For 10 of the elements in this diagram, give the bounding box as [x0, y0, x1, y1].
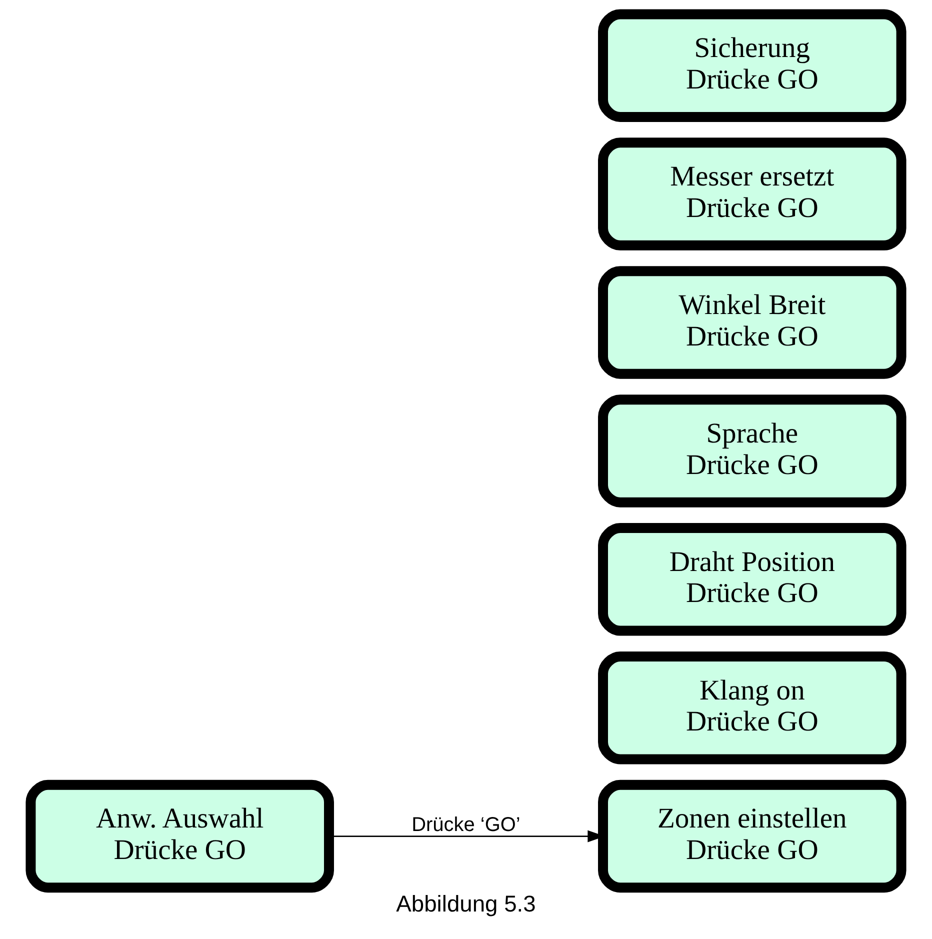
node-box: Sicherung Drücke GO: [598, 9, 906, 122]
node-box: Draht Position Drücke GO: [598, 523, 906, 636]
node-box: Messer ersetzt Drücke GO: [598, 138, 906, 250]
node-box: Zonen einstellen Drücke GO: [598, 780, 906, 893]
node-box: Winkel Breit Drücke GO: [598, 266, 906, 379]
node-box: Klang on Drücke GO: [598, 651, 906, 764]
node-box: Anw. Auswahl Drücke GO: [26, 780, 334, 893]
edge-label: Drücke ‘GO’: [412, 814, 520, 836]
caption: Abbildung 5.3: [396, 890, 536, 917]
node-box: Sprache Drücke GO: [598, 394, 906, 508]
